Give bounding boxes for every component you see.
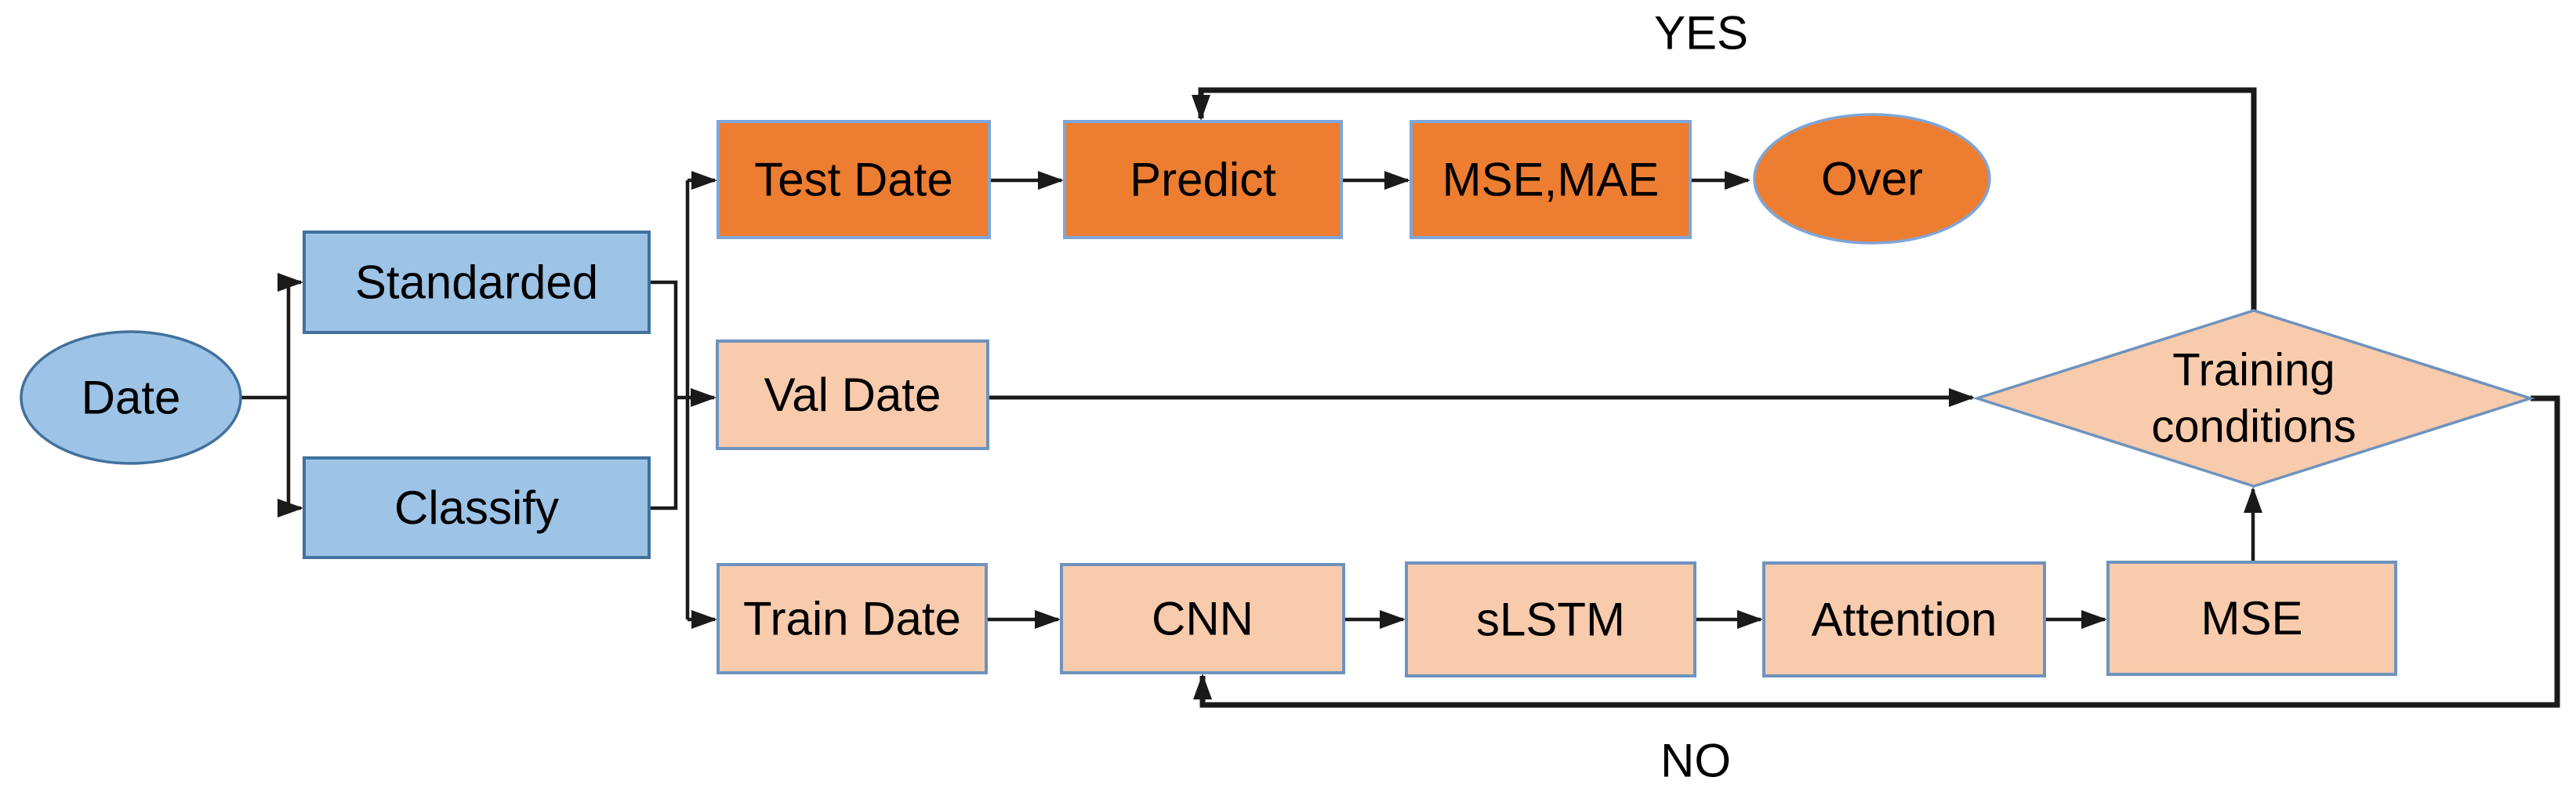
node-classify-shape (303, 456, 651, 559)
node-slstm-shape (1405, 561, 1696, 677)
node-mse-mae-label: MSE,MAE (1442, 154, 1660, 206)
label-no: NO (1644, 721, 1799, 804)
node-standarded-shape (303, 231, 651, 334)
node-over-shape (1753, 113, 1991, 245)
node-mse-label: MSE (2200, 592, 2302, 645)
node-val-date-shape (716, 340, 989, 450)
node-mse-mae: MSE,MAE (1410, 120, 1692, 239)
node-train-date-label: Train Date (743, 593, 961, 645)
node-predict-label: Predict (1130, 154, 1276, 206)
node-slstm-label: sLSTM (1476, 594, 1625, 646)
node-standarded: Standarded (303, 231, 651, 334)
node-attention-label: Attention (1812, 594, 1997, 646)
edge-no-loop (1193, 395, 2560, 708)
edge-merge-right (649, 280, 678, 510)
node-train-date-shape (717, 563, 988, 674)
node-training-conditions-label: conditions (2151, 401, 2356, 452)
node-attention: Attention (1762, 561, 2046, 677)
node-slstm: sLSTM (1405, 561, 1696, 677)
node-over-label: Over (1821, 153, 1923, 205)
node-cnn: CNN (1060, 563, 1345, 674)
node-cnn-label: CNN (1152, 593, 1254, 645)
node-classify-label: Classify (394, 481, 559, 534)
node-cnn-shape (1060, 563, 1345, 674)
labels-layer: YES NO (1644, 7, 1799, 804)
node-val-date-label: Val Date (764, 369, 942, 421)
node-mse-mae-shape (1410, 120, 1692, 239)
node-predict-shape (1063, 120, 1343, 239)
node-test-date-shape (717, 120, 991, 239)
label-yes-text: YES (1654, 7, 1748, 60)
node-test-date: Test Date (717, 120, 991, 239)
node-test-date-label: Test Date (754, 154, 952, 206)
label-no-bg (1644, 721, 1799, 804)
node-mse: MSE (2106, 561, 2397, 676)
node-training-conditions-shape (1972, 309, 2535, 488)
label-no-text: NO (1660, 735, 1731, 787)
node-over: Over (1753, 113, 1991, 245)
node-classify: Classify (303, 456, 651, 559)
node-mse-shape (2106, 561, 2397, 676)
node-date-label: Date (82, 372, 181, 424)
node-val-date: Val Date (716, 340, 989, 450)
label-yes: YES (1654, 7, 1748, 60)
node-predict: Predict (1063, 120, 1343, 239)
node-training-conditions-label: Training (2172, 345, 2335, 396)
node-date: Date (20, 330, 242, 465)
node-date-shape (20, 330, 242, 465)
edge-yes-loop (1192, 87, 2257, 311)
edges-layer (241, 87, 2560, 708)
node-attention-shape (1762, 561, 2046, 677)
node-standarded-label: Standarded (355, 256, 598, 309)
node-train-date: Train Date (717, 563, 988, 674)
